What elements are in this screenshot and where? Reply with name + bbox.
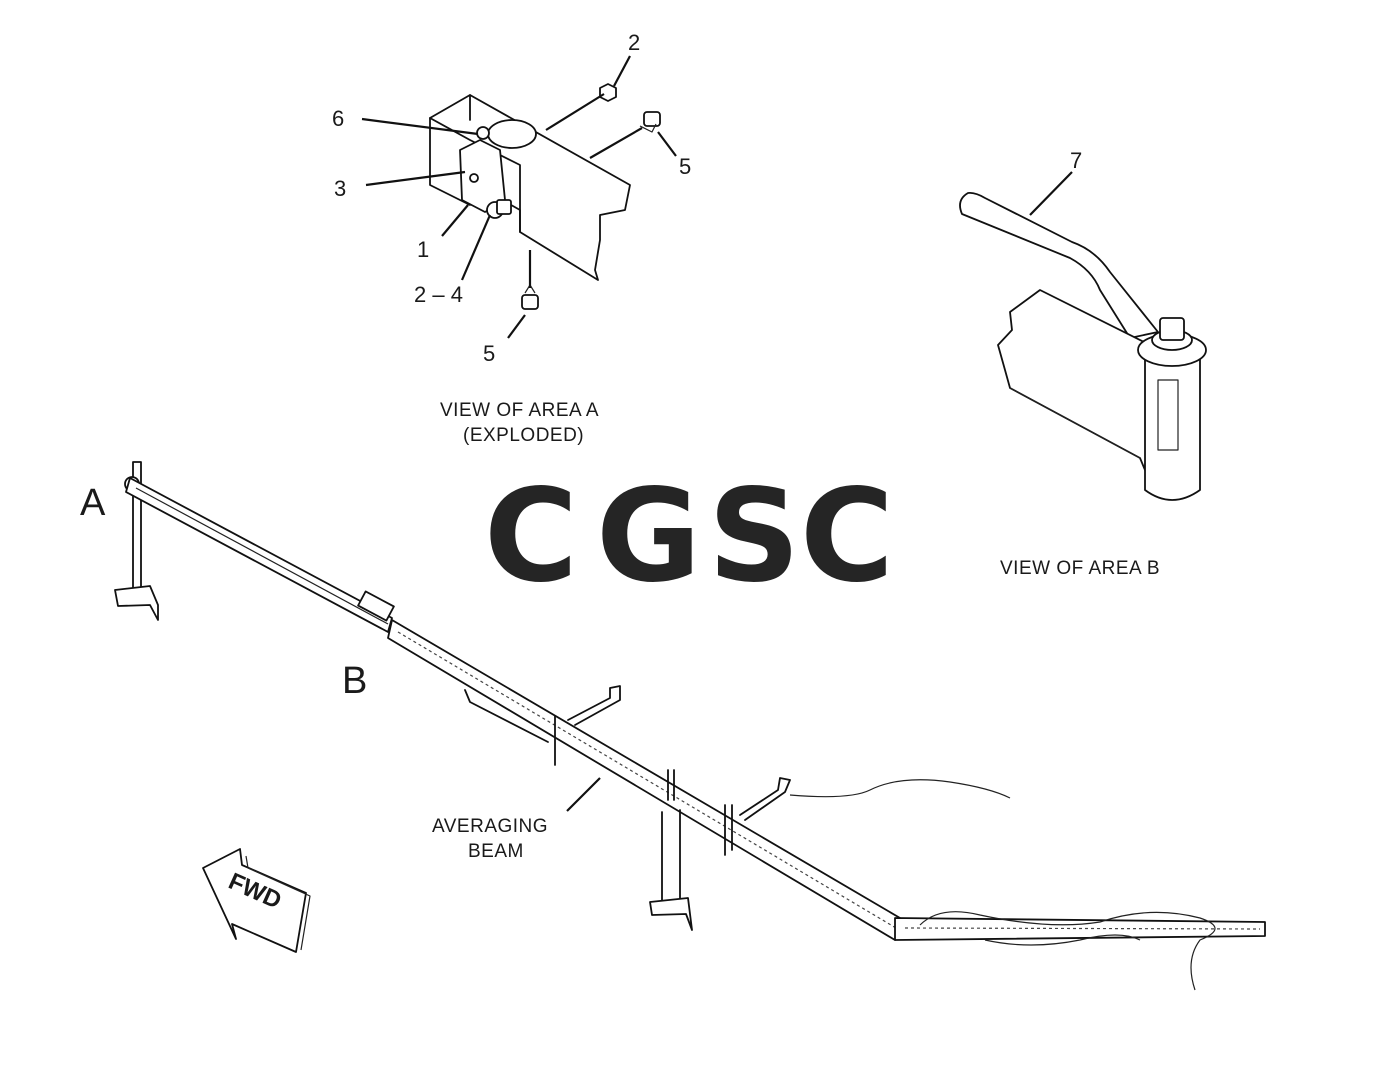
averaging-beam-label: AVERAGING [432,816,548,837]
callout-1: 1 [417,237,429,262]
view-a-caption: VIEW OF AREA A [440,400,599,421]
callout-3: 3 [334,176,346,201]
lever-handle [959,191,1159,339]
label-area-b: B [342,660,367,702]
label-area-a: A [80,482,106,524]
cables [789,779,1216,991]
watermark-letter-4: C [800,462,894,611]
left-support [114,461,159,621]
view-a-caption-sub: (EXPLODED) [463,425,584,446]
watermark-letter-1: C [484,462,578,611]
fwd-arrow-icon: FWD [202,848,311,953]
averaging-beam [125,477,1266,941]
watermark-letter-3: S [708,462,800,611]
bolt-part-5-bottom [521,284,539,310]
main-assembly: A B AVERAGING BEAM FWD [80,461,1266,991]
bolt-part-5-right [639,111,661,133]
averaging-beam-label-sub: BEAM [468,841,524,862]
mid-crossmembers [464,685,791,931]
callout-2-4: 2 – 4 [414,282,463,307]
nut-part-2 [599,83,617,102]
callout-2-top: 2 [628,30,640,55]
callout-7: 7 [1070,148,1082,173]
view-area-b: 7 VIEW OF AREA B [959,148,1207,579]
ring-eye [487,119,537,149]
pivot-cylinder [1144,349,1201,501]
watermark-letter-2: G [596,462,701,611]
callout-5-right: 5 [679,154,691,179]
view-b-caption: VIEW OF AREA B [1000,558,1160,579]
view-area-a: 2 6 5 3 1 2 – 4 5 VIEW OF AREA A (EXPLOD… [332,30,691,446]
watermark-logo: C G S C [484,462,894,611]
callout-6: 6 [332,106,344,131]
callout-5-bottom: 5 [483,341,495,366]
